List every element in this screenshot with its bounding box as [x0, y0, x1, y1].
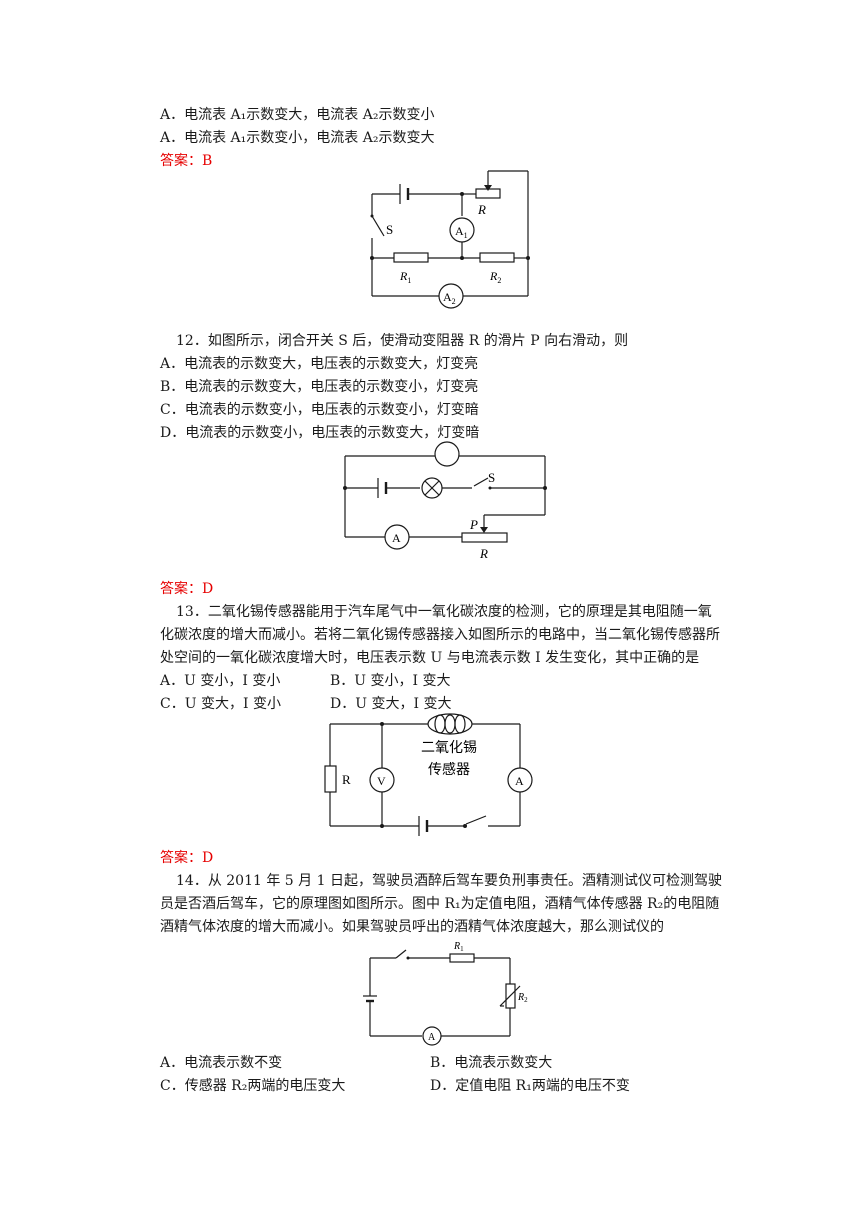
q14-circuit-diagram: R1 R2 A	[363, 941, 528, 1046]
q12-answer: 答案：D	[160, 581, 214, 597]
q11-option-a1: A．电流表 A₁示数变大，电流表 A₂示数变小	[160, 107, 435, 123]
q12-option-c: C．电流表的示数变小，电压表的示数变小，灯变暗	[160, 402, 479, 418]
q13-stem-line2: 化碳浓度的增大而减小。若将二氧化锡传感器接入如图所示的电路中，当二氧化锡传感器所	[160, 627, 720, 643]
q13-resistor-label: R	[342, 772, 351, 787]
q14-option-a: A．电流表示数不变	[160, 1055, 283, 1071]
q13-answer: 答案：D	[160, 850, 214, 866]
q12-ammeter-label: A	[392, 531, 401, 545]
q12-rheostat-label: R	[479, 546, 488, 561]
q13-option-d: D．U 变大，I 变大	[330, 696, 452, 712]
q11-ammeter1-label: A1	[455, 224, 468, 240]
q13-stem-line3: 处空间的一氧化碳浓度增大时，电压表示数 U 与电流表示数 I 发生变化，其中正确…	[160, 650, 700, 666]
q13-sensor-label-line1: 二氧化锡	[421, 740, 477, 756]
q13-ammeter-label: A	[515, 774, 524, 788]
q13-voltmeter-label: V	[377, 774, 386, 788]
q12-option-b: B．电流表的示数变大，电压表的示数变小，灯变亮	[160, 379, 479, 395]
q12-option-d: D．电流表的示数变小，电压表的示数变大，灯变暗	[160, 425, 480, 441]
q12-stem: 12．如图所示，闭合开关 S 后，使滑动变阻器 R 的滑片 P 向右滑动，则	[176, 333, 629, 349]
q13-option-c: C．U 变大，I 变小	[160, 696, 281, 712]
q13-circuit-diagram: R V A 二氧化锡 传感器	[324, 713, 533, 836]
q11-rheostat-label: R	[477, 202, 486, 217]
q11-option-a2: A．电流表 A₁示数变小，电流表 A₂示数变大	[160, 130, 435, 146]
q14-r1-label: R1	[453, 941, 464, 953]
q12-option-a: A．电流表的示数变大，电压表的示数变大，灯变亮	[160, 356, 479, 372]
q11-r1-label: R1	[399, 269, 411, 285]
q13-sensor-label-line2: 传感器	[428, 761, 470, 778]
q14-stem-line2: 员是否酒后驾车，它的原理图如图所示。图中 R₁为定值电阻，酒精气体传感器 R₂的…	[160, 896, 720, 912]
q11-circuit-diagram: S R A1 R1 R2 A2	[370, 170, 530, 309]
q13-stem-line1: 13．二氧化锡传感器能用于汽车尾气中一氧化碳浓度的检测，它的原理是其电阻随一氧	[176, 604, 712, 620]
q12-circuit-diagram: S P R A	[343, 441, 547, 561]
q14-stem-line3: 酒精气体浓度的增大而减小。如果驾驶员呼出的酒精气体浓度越大，那么测试仪的	[160, 919, 664, 935]
q11-switch-label: S	[386, 222, 393, 237]
q14-r2-label: R2	[517, 992, 528, 1004]
q12-slider-label: P	[469, 517, 478, 532]
q13-option-b: B．U 变小，I 变大	[330, 673, 451, 689]
q14-option-c: C．传感器 R₂两端的电压变大	[160, 1078, 346, 1094]
q12-switch-label: S	[488, 470, 495, 485]
q11-answer: 答案：B	[160, 153, 213, 169]
q11-ammeter2-label: A2	[443, 290, 456, 306]
q14-ammeter-label: A	[428, 1032, 436, 1043]
q14-option-b: B．电流表示数变大	[430, 1055, 553, 1071]
q14-option-d: D．定值电阻 R₁两端的电压不变	[430, 1078, 630, 1094]
q11-r2-label: R2	[489, 269, 501, 285]
q13-option-a: A．U 变小，I 变小	[160, 673, 281, 689]
q14-stem-line1: 14．从 2011 年 5 月 1 日起，驾驶员酒醉后驾车要负刑事责任。酒精测试…	[176, 873, 722, 889]
